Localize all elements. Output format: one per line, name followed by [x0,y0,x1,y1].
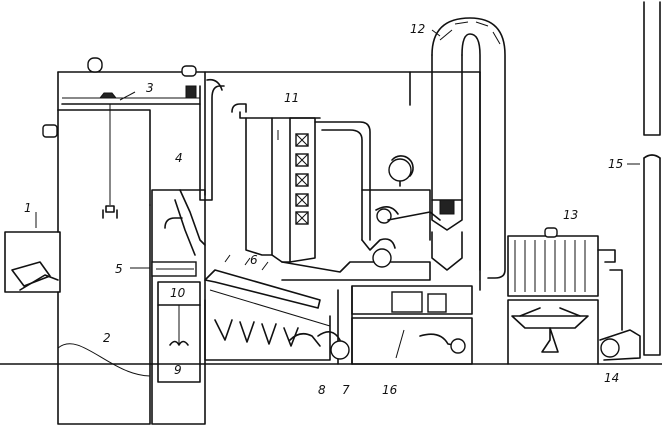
baghouse-filter [507,227,616,365]
feeder-tray [151,261,197,277]
overhead-conveyor [61,85,201,219]
callout-1: 1 [24,201,32,215]
bucket-elevator [151,78,225,425]
receiving-hopper [4,231,61,293]
leader-lines [35,29,640,359]
callout-2: 2 [103,331,111,345]
callout-12: 12 [410,22,425,36]
dryer-column [231,103,371,263]
callout-15: 15 [608,157,623,171]
callout-5: 5 [115,262,123,276]
callout-11: 11 [284,91,299,105]
callout-9: 9 [174,363,182,377]
lower-bay [351,285,473,365]
exhaust-fan [599,269,641,361]
cyclone-duct [431,17,506,279]
callout-16: 16 [382,383,398,397]
callout-14: 14 [604,371,619,385]
callout-7: 7 [342,383,350,397]
callout-6: 6 [250,253,258,267]
lower-bin [157,281,201,383]
separator-block [281,155,441,365]
callout-8: 8 [318,383,326,397]
exhaust-stack [643,1,661,356]
silo-bunker [42,109,151,425]
callout-10: 10 [170,286,186,300]
inclined-screen [204,254,331,361]
callout-3: 3 [146,81,154,95]
callout-4: 4 [175,151,183,165]
callout-13: 13 [563,208,578,222]
